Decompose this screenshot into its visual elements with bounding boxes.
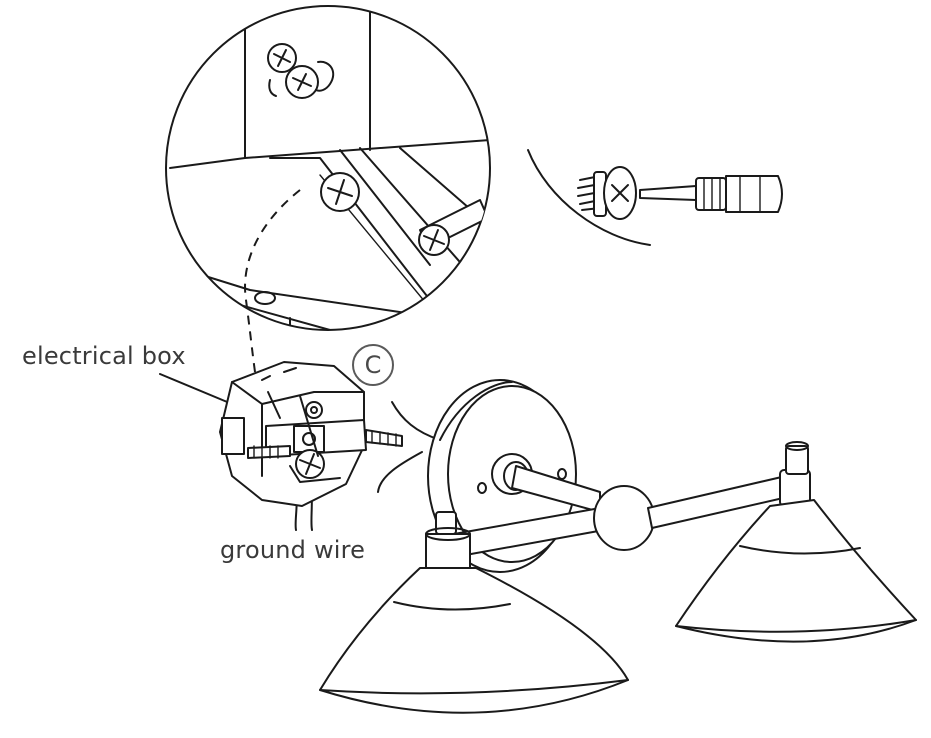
- screwdriver-detail: [527, 149, 783, 246]
- electrical-box-leader: [159, 373, 233, 405]
- zoom-detail-circle: [165, 5, 491, 373]
- left-lamp-shade: [319, 511, 629, 714]
- step-c-badge: C: [352, 344, 394, 386]
- electrical-box-label: electrical box: [22, 342, 186, 370]
- ground-wire-label: ground wire: [220, 536, 366, 564]
- screwdriver-icon: [639, 175, 783, 213]
- fixture-arms: [453, 465, 811, 557]
- phillips-screw-icon: [577, 166, 637, 220]
- phillips-screw-icon: [267, 43, 335, 99]
- right-lamp-shade: [675, 441, 917, 643]
- electrical-box: [219, 361, 403, 507]
- phillips-screw-icon: [320, 172, 360, 212]
